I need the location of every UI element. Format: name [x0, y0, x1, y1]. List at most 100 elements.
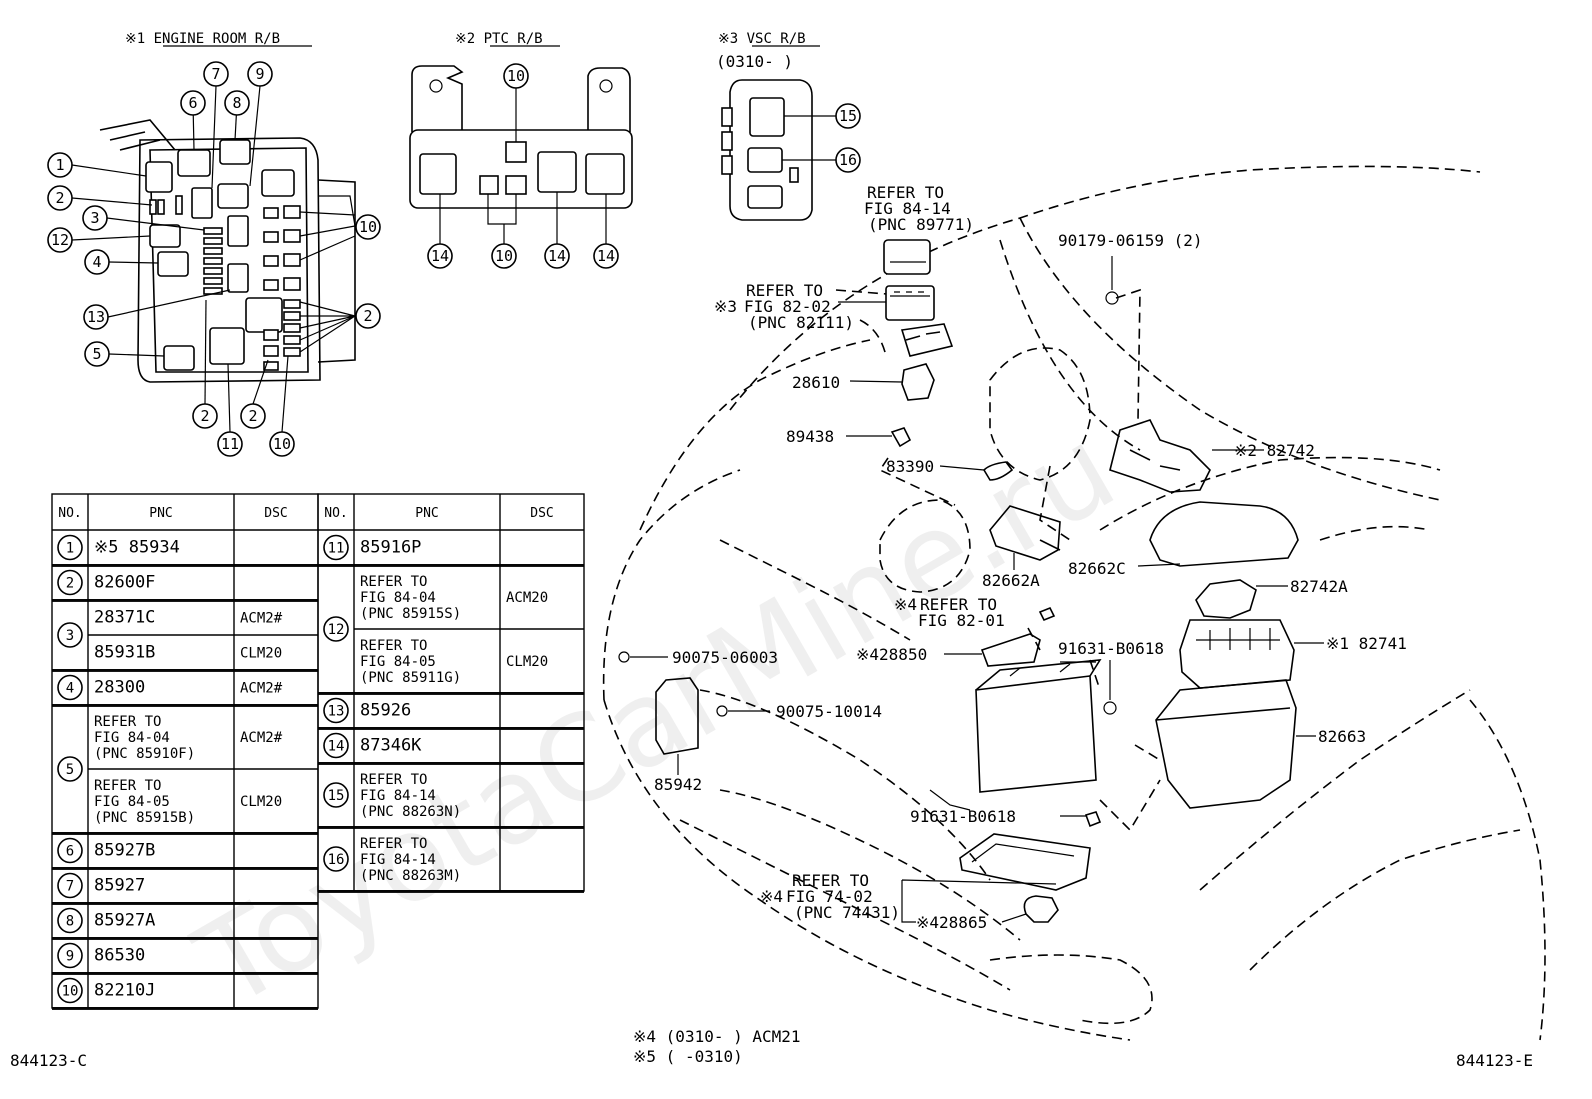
vsc-date-range: (0310- ) [716, 52, 793, 71]
table-row-number-circle [57, 907, 83, 934]
svg-text:11: 11 [221, 435, 239, 453]
table-row-number: 15 [328, 788, 345, 804]
svg-text:6: 6 [188, 94, 197, 112]
table-pnc-cell: 87346K [360, 736, 422, 756]
part-28610: 28610 [792, 373, 840, 392]
table-row-number: 6 [66, 844, 74, 860]
relay-89771 [883, 239, 931, 275]
part-28850: ※428850 [856, 645, 927, 664]
table-pnc-cell: 85926 [360, 701, 411, 721]
table-row-number: 10 [62, 984, 79, 1000]
table-row-rule [52, 902, 318, 905]
part-28865: ※428865 [916, 913, 987, 932]
table-pnc-cell: ※5 85934 [94, 538, 180, 558]
ref-82111-line2: FIG 82-02 [744, 297, 831, 316]
callout-12: 12 [47, 227, 73, 253]
main-exploded-view [618, 239, 1324, 923]
table-row-rule [318, 762, 584, 765]
table-pnc-cell: (PNC 85915B) [94, 810, 195, 826]
ref-74431-line3: (PNC 74431) [794, 903, 900, 922]
table-row-rule [52, 669, 318, 672]
table-pnc-cell: (PNC 88263M) [360, 868, 461, 884]
vsc-relay-block-inset: ※3 VSC R/B (0310- ) 15 16 [716, 31, 861, 221]
table-row-rule [52, 832, 318, 835]
ptc-relay-block-inset: ※2 PTC R/B 10 14 10 14 14 [409, 31, 633, 269]
table-pnc-cell: FIG 84-05 [94, 794, 170, 810]
part-90075-10014: 90075-10014 [776, 702, 882, 721]
table-row-number: 7 [66, 879, 74, 895]
svg-text:10: 10 [359, 218, 377, 236]
svg-text:12: 12 [51, 231, 69, 249]
svg-text:8: 8 [232, 94, 241, 112]
part-82662C: 82662C [1068, 559, 1126, 578]
svg-text:10: 10 [273, 435, 291, 453]
callout-6: 6 [180, 90, 206, 116]
svg-text:2: 2 [200, 407, 209, 425]
table-row-number-circle [57, 837, 83, 864]
ref-82-01-prefix: ※4 [894, 595, 917, 614]
callout-10: 10 [355, 214, 381, 240]
svg-text:10: 10 [507, 67, 525, 85]
table-row-number-circle [57, 569, 83, 596]
table-row-number-circle [323, 732, 349, 759]
table-row-rule [52, 564, 318, 567]
ref-82111-line3: (PNC 82111) [748, 313, 854, 332]
table-row-rule [52, 704, 318, 707]
table-header-no: NO. [324, 506, 347, 521]
table-row-rule [52, 937, 318, 940]
part-labels: REFER TO FIG 84-14 (PNC 89771) REFER TO … [654, 183, 1407, 932]
svg-text:15: 15 [839, 107, 857, 125]
table-row-number-circle [57, 674, 83, 701]
svg-text:14: 14 [431, 247, 449, 265]
table-pnc-cell: (PNC 88263N) [360, 804, 461, 820]
part-82742: ※2 82742 [1234, 441, 1315, 460]
svg-text:7: 7 [211, 65, 220, 83]
table-pnc-cell: 82210J [94, 981, 155, 1001]
table-pnc-cell: REFER TO [360, 772, 427, 788]
callout-13: 13 [83, 304, 109, 330]
table-pnc-cell: (PNC 85911G) [360, 670, 461, 686]
table-row-number: 14 [328, 739, 345, 755]
table-row-rule [318, 826, 584, 829]
callout-14: 14 [593, 243, 619, 269]
table-row-number-circle [323, 616, 349, 642]
svg-text:14: 14 [548, 247, 566, 265]
ref-82111-line1: REFER TO [746, 281, 823, 300]
ref-74431-prefix: ※4 [760, 887, 783, 906]
table-pnc-cell: 86530 [94, 946, 145, 966]
callout-15: 15 [835, 103, 861, 129]
table-pnc-cell: FIG 84-04 [360, 590, 436, 606]
callout-2: 2 [355, 303, 381, 329]
table-pnc-cell: 28371C [94, 608, 155, 628]
vsc-title: ※3 VSC R/B [718, 31, 806, 47]
callout-2: 2 [240, 403, 266, 429]
table-dsc-cell: CLM20 [240, 794, 282, 810]
ref-82-01-line1: REFER TO [920, 595, 997, 614]
part-85942: 85942 [654, 775, 702, 794]
callout-3: 3 [82, 205, 108, 231]
svg-text:16: 16 [839, 151, 857, 169]
svg-text:2: 2 [55, 189, 64, 207]
svg-text:13: 13 [87, 308, 105, 326]
table-row-number-circle [323, 846, 349, 872]
part-91631-b0618-upper: 91631-B0618 [1058, 639, 1164, 658]
part-82741: ※1 82741 [1326, 634, 1407, 653]
table-pnc-cell: 85927A [94, 911, 155, 931]
table-row-number-circle [323, 534, 349, 561]
part-82662A: 82662A [982, 571, 1040, 590]
drawing-code-left: 844123-C [10, 1051, 87, 1070]
table-row-number: 12 [328, 622, 345, 638]
svg-text:4: 4 [92, 253, 101, 271]
svg-text:1: 1 [55, 156, 64, 174]
table-dsc-cell: ACM2# [240, 730, 283, 746]
engine-room-title: ※1 ENGINE ROOM R/B [125, 31, 280, 47]
table-row-number-circle [57, 622, 83, 648]
table-pnc-cell: (PNC 85915S) [360, 606, 461, 622]
drawing-code-right: 844123-E [1456, 1051, 1533, 1070]
table-row-rule [318, 564, 584, 567]
table-pnc-cell: FIG 84-14 [360, 788, 436, 804]
table-pnc-cell: REFER TO [94, 714, 161, 730]
table-row-number-circle [57, 977, 83, 1004]
part-83390: 83390 [886, 457, 934, 476]
